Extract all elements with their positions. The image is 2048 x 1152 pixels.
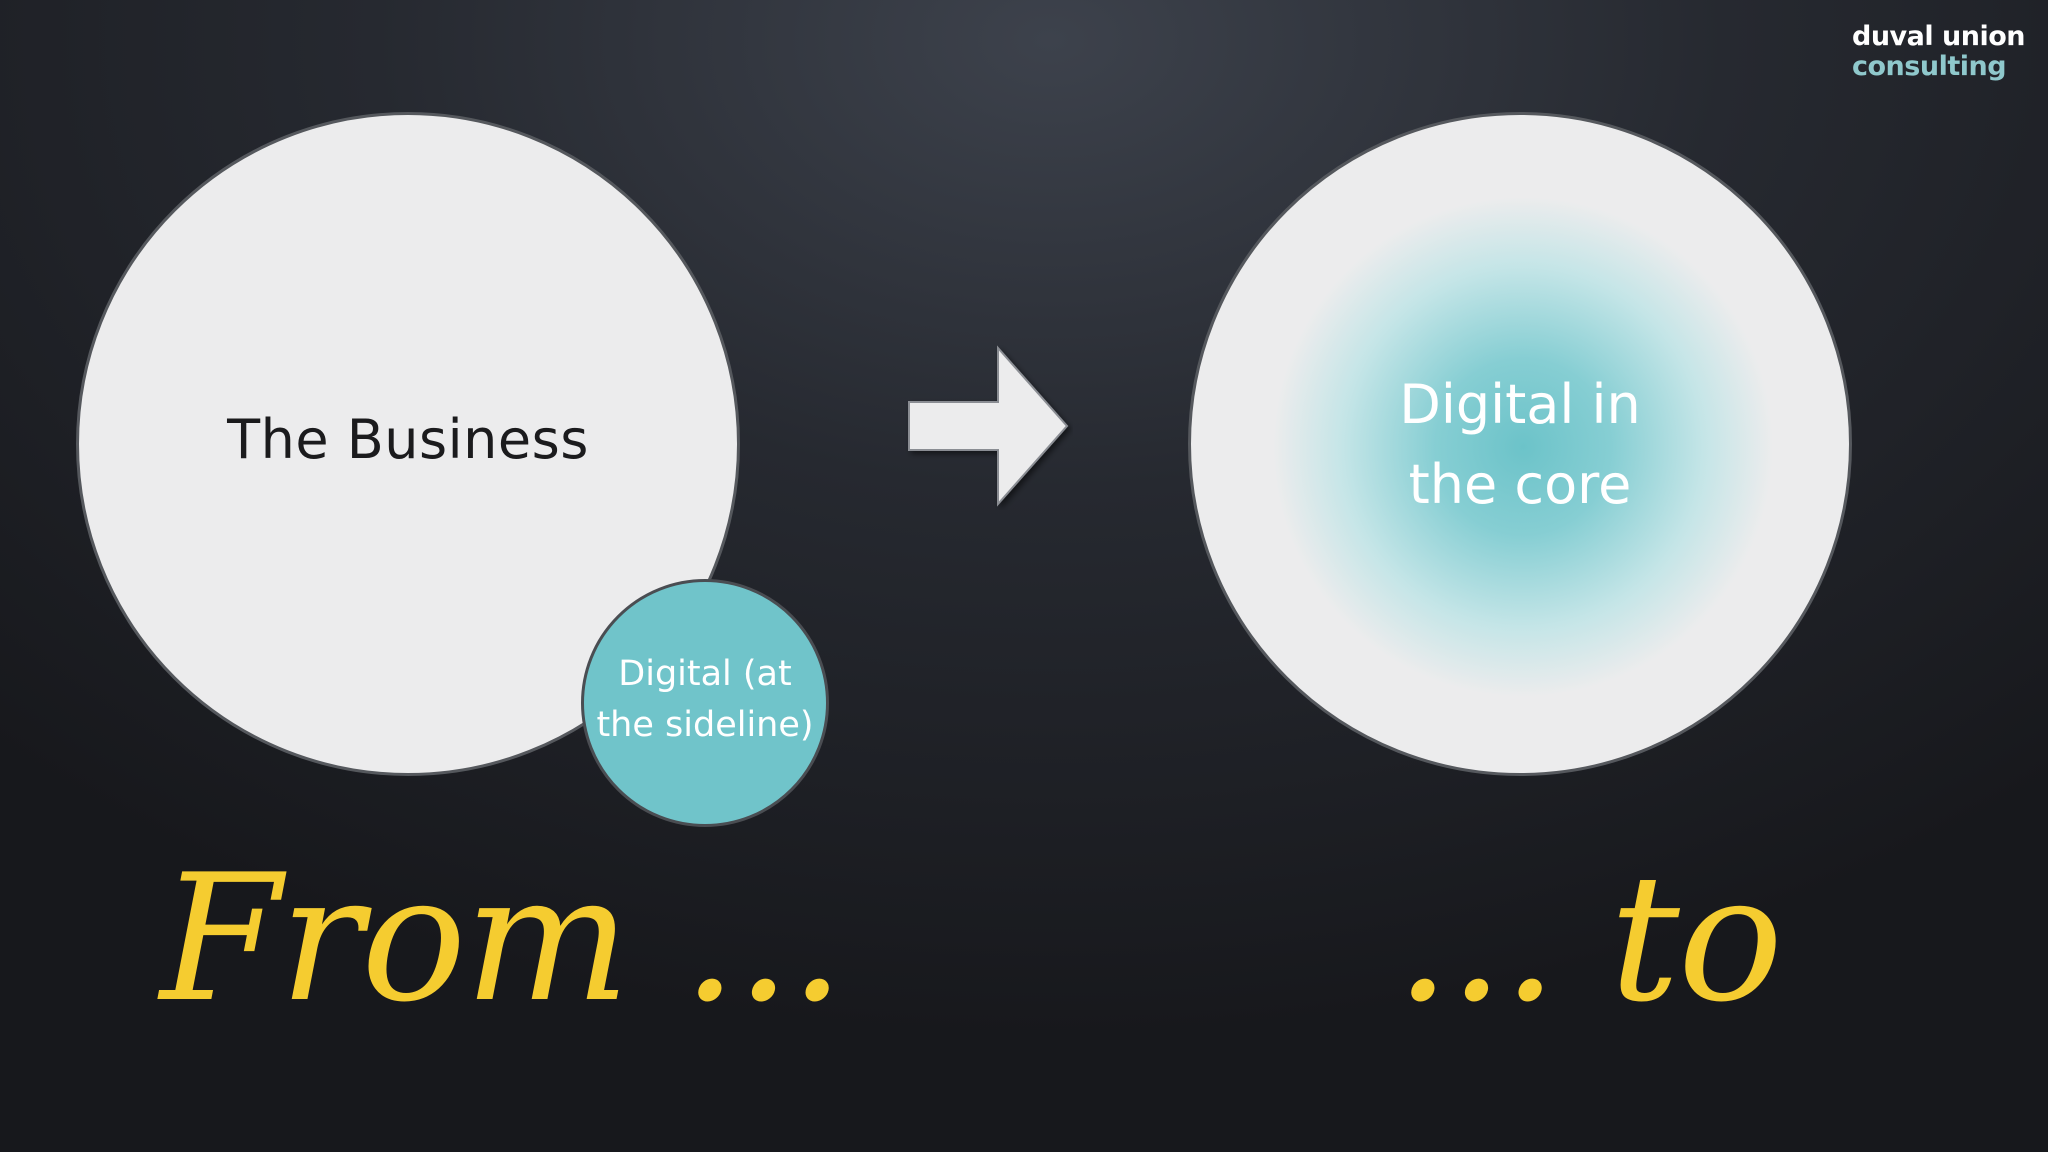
digital-sideline-label: Digital (at the sideline) — [581, 649, 829, 751]
digital-core-label-line-1: Digital in — [1399, 373, 1641, 436]
digital-sideline-circle — [581, 579, 829, 827]
to-label: ... to — [1395, 838, 1783, 1041]
digital-core-label-line-2: the core — [1408, 453, 1632, 516]
company-logo: duval union consulting — [1852, 21, 2026, 82]
from-label: From ... — [160, 838, 845, 1041]
digital-sideline-label-line-2: the sideline) — [596, 705, 814, 745]
digital-core-label: Digital in the core — [1188, 365, 1852, 525]
business-label: The Business — [227, 408, 589, 471]
digital-sideline-label-line-1: Digital (at — [618, 654, 792, 694]
logo-line-2: consulting — [1852, 51, 2007, 82]
digital-core-circle — [1188, 112, 1852, 776]
right-arrow-icon — [908, 345, 1069, 507]
logo-line-1: duval union — [1852, 21, 2026, 52]
